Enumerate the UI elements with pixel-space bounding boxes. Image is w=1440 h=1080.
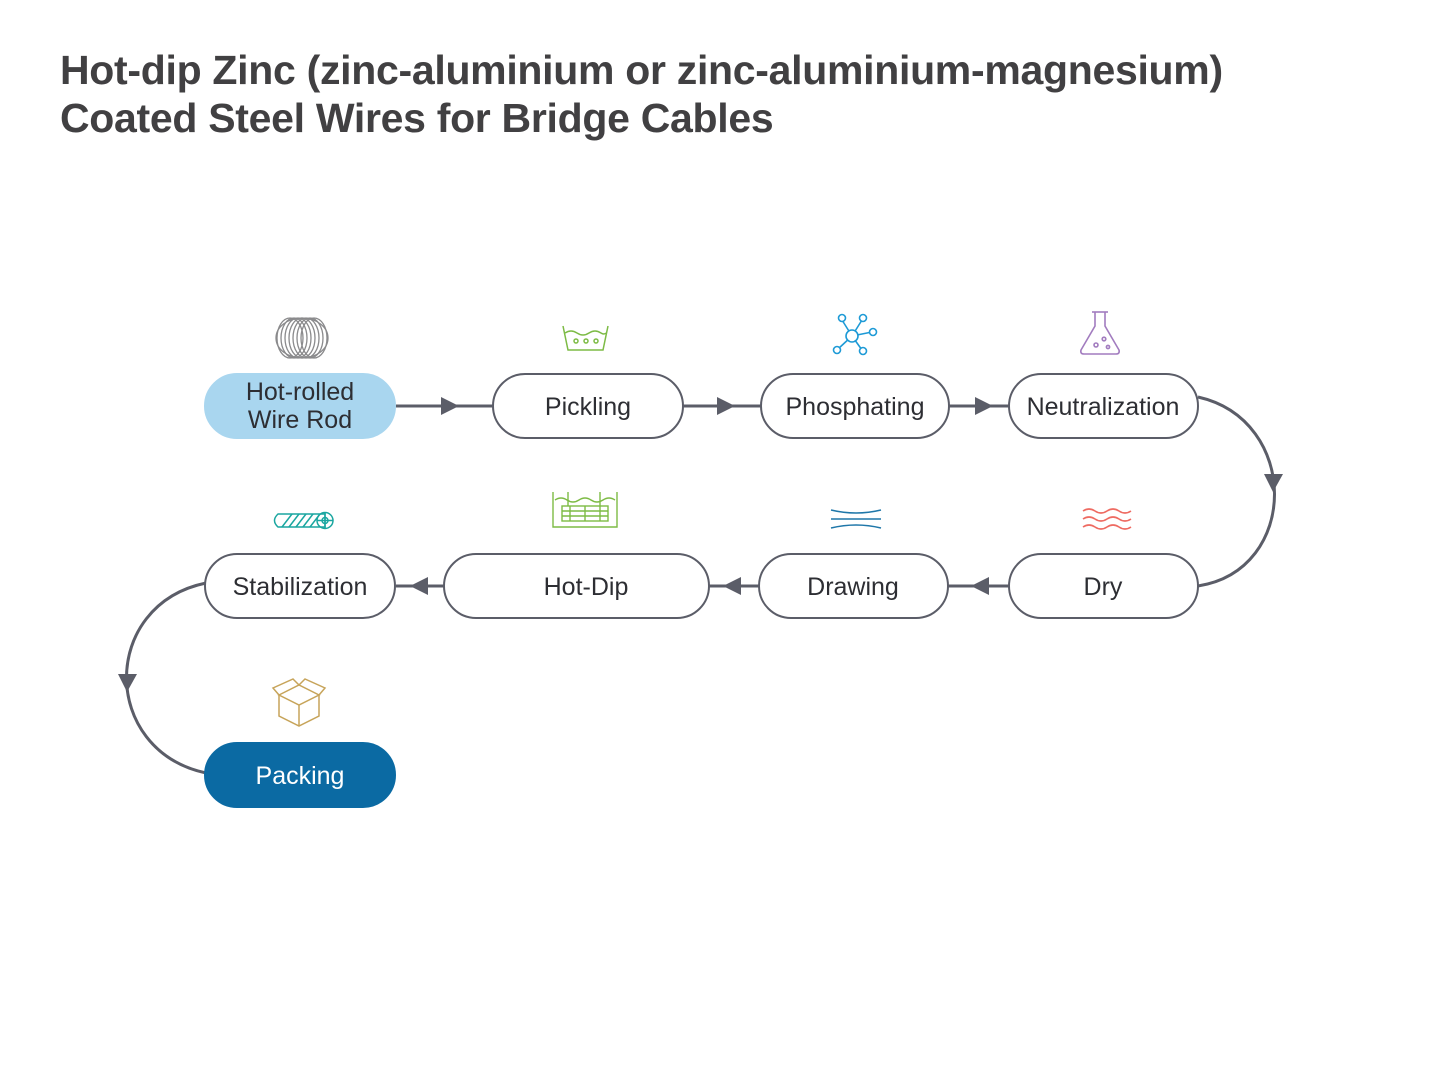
box-icon: [271, 678, 327, 727]
arrow-left-icon: [723, 577, 741, 595]
connector-neutralization-to-dry: [1197, 395, 1276, 588]
title-line-2: Coated Steel Wires for Bridge Cables: [60, 95, 774, 141]
connectors: [118, 395, 1283, 775]
arrow-right-icon: [717, 397, 735, 415]
step-stabilization: Stabilization: [204, 553, 396, 619]
acid-bath-icon: [562, 325, 609, 351]
wire-coil-icon: [275, 317, 329, 359]
arrow-down-icon: [1264, 474, 1283, 492]
step-label: Hot-rolled: [246, 378, 354, 406]
arrow-down-icon: [118, 674, 137, 692]
diagram-title: Hot-dip Zinc (zinc-aluminium or zinc-alu…: [60, 46, 1360, 142]
step-label: Drawing: [807, 573, 899, 601]
stranded-cable-icon: [273, 511, 334, 530]
step-neutralization: Neutralization: [1008, 373, 1199, 439]
molecule-icon: [832, 313, 878, 356]
step-phosphating: Phosphating: [760, 373, 950, 439]
arrow-left-icon: [410, 577, 428, 595]
step-label: Phosphating: [785, 393, 924, 421]
step-label: Wire Rod: [248, 406, 352, 434]
step-label: Pickling: [545, 393, 631, 421]
step-label: Hot-Dip: [544, 573, 629, 601]
flask-icon: [1080, 311, 1120, 355]
step-label: Stabilization: [233, 573, 368, 601]
heat-waves-icon: [1082, 508, 1132, 530]
step-pickling: Pickling: [492, 373, 684, 439]
step-hot-rolled-wire-rod: Hot-rolled Wire Rod: [204, 373, 396, 439]
step-dry: Dry: [1008, 553, 1199, 619]
dip-tank-icon: [552, 492, 618, 528]
step-drawing: Drawing: [758, 553, 949, 619]
arrow-right-icon: [441, 397, 459, 415]
step-label: Packing: [256, 762, 345, 790]
step-hot-dip: Hot-Dip: [443, 553, 710, 619]
step-label: Dry: [1084, 573, 1123, 601]
drawing-lines-icon: [830, 509, 882, 529]
connector-stabilization-to-packing: [125, 581, 207, 775]
step-packing: Packing: [204, 742, 396, 808]
title-line-1: Hot-dip Zinc (zinc-aluminium or zinc-alu…: [60, 47, 1223, 93]
arrow-right-icon: [975, 397, 993, 415]
arrow-left-icon: [971, 577, 989, 595]
step-label: Neutralization: [1027, 393, 1180, 421]
